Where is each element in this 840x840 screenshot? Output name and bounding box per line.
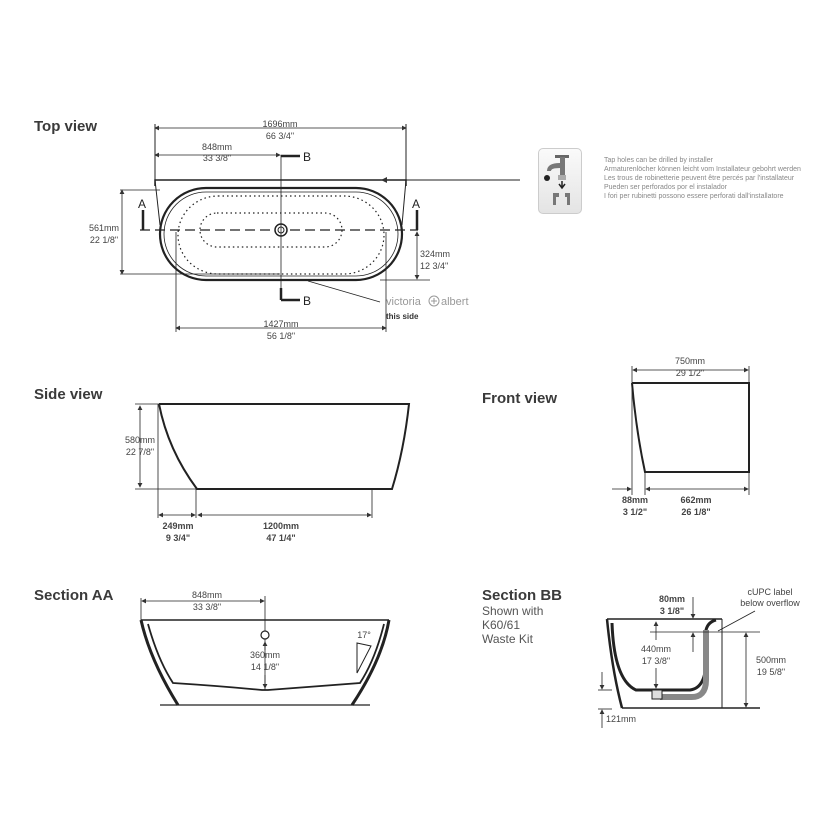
- top-view-drawing: [119, 124, 520, 332]
- section-aa-labels: 848mm 33 3/8" 360mm 14 1/8" 17°: [192, 590, 371, 672]
- dim-360: 360mm: [250, 650, 280, 660]
- cupc-label-note-2: below overflow: [740, 598, 800, 608]
- section-aa-title: Section AA: [34, 587, 114, 604]
- top-view-labels: 1696mm 66 3/4" 848mm 33 3/8" B B A A 561…: [89, 119, 469, 341]
- dim-750-in: 29 1/2": [676, 368, 704, 378]
- brand-plus-icon: [428, 295, 440, 307]
- dim-662-in: 26 1/8": [681, 507, 710, 517]
- dim-360-in: 14 1/8": [251, 662, 279, 672]
- front-view-drawing: [612, 366, 750, 495]
- section-a-marker-right: A: [412, 197, 420, 211]
- tap-note-line: I fori per rubinetti possono essere perf…: [604, 193, 784, 200]
- dim-1427-in: 56 1/8": [267, 331, 295, 341]
- brand-note: this side: [386, 312, 419, 321]
- angle-17: 17°: [357, 630, 371, 640]
- dim-440-in: 17 3/8": [642, 656, 670, 666]
- dim-561: 561mm: [89, 223, 119, 233]
- dim-1200: 1200mm: [263, 521, 299, 531]
- front-view-title: Front view: [482, 390, 558, 407]
- section-bb-drawing: [598, 597, 760, 728]
- section-aa-drawing: [139, 596, 391, 706]
- dim-1427: 1427mm: [263, 319, 298, 329]
- dim-1696: 1696mm: [262, 119, 297, 129]
- section-bb-title: Section BB: [482, 587, 563, 604]
- subtitle-line: Waste Kit: [482, 632, 533, 646]
- dim-324-in: 12 3/4": [420, 261, 448, 271]
- side-view-title: Side view: [34, 386, 103, 403]
- dim-580: 580mm: [125, 435, 155, 445]
- subtitle-line: Shown with: [482, 604, 544, 618]
- dim-1200-in: 47 1/4": [266, 533, 295, 543]
- dim-249-in: 9 3/4": [166, 533, 190, 543]
- dim-561-in: 22 1/8": [90, 235, 118, 245]
- dim-500-in: 19 5/8": [757, 667, 785, 677]
- brand-logo-victoria: victoria: [386, 296, 422, 308]
- dim-80: 80mm: [659, 594, 685, 604]
- dim-848: 848mm: [202, 142, 232, 152]
- dim-324: 324mm: [420, 249, 450, 259]
- side-view-labels: 580mm 22 7/8" 249mm 9 3/4" 1200mm 47 1/4…: [125, 435, 299, 543]
- dim-848-aa: 848mm: [192, 590, 222, 600]
- cupc-label-note: cUPC label: [747, 587, 792, 597]
- tap-icon: [538, 148, 582, 214]
- dim-750: 750mm: [675, 356, 705, 366]
- dim-848-in: 33 3/8": [203, 153, 231, 163]
- dim-121: 121mm: [606, 714, 636, 724]
- section-b-marker-bottom: B: [303, 294, 311, 308]
- side-view-drawing: [135, 403, 411, 518]
- brand-logo-albert: albert: [441, 296, 469, 308]
- subtitle-line: K60/61: [482, 618, 521, 632]
- front-view-labels: 750mm 29 1/2" 88mm 3 1/2" 662mm 26 1/8": [622, 356, 712, 517]
- tap-note-text: Tap holes can be drilled by installer Ar…: [604, 156, 801, 201]
- dim-80-in: 3 1/8": [660, 606, 684, 616]
- section-a-marker-left: A: [138, 197, 146, 211]
- dim-88: 88mm: [622, 495, 648, 505]
- dim-1696-in: 66 3/4": [266, 131, 294, 141]
- dim-249: 249mm: [162, 521, 193, 531]
- dim-662: 662mm: [680, 495, 711, 505]
- dim-440: 440mm: [641, 644, 671, 654]
- section-bb-subtitle: Shown with K60/61 Waste Kit: [482, 604, 543, 646]
- tap-note-line: Les trous de robinetterie peuvent être p…: [604, 175, 795, 182]
- tap-note-line: Armaturenlöcher können leicht vom Instal…: [604, 166, 801, 173]
- tap-note-line: Pueden ser perforados por el instalador: [604, 184, 727, 191]
- dim-500: 500mm: [756, 655, 786, 665]
- dim-88-in: 3 1/2": [623, 507, 647, 517]
- section-bb-labels: 80mm 3 1/8" 440mm 17 3/8" 500mm 19 5/8" …: [606, 587, 800, 724]
- tap-note-line: Tap holes can be drilled by installer: [604, 157, 713, 164]
- dim-580-in: 22 7/8": [126, 447, 154, 457]
- section-b-marker-top: B: [303, 150, 311, 164]
- top-view-title: Top view: [34, 118, 98, 135]
- dim-848-aa-in: 33 3/8": [193, 602, 221, 612]
